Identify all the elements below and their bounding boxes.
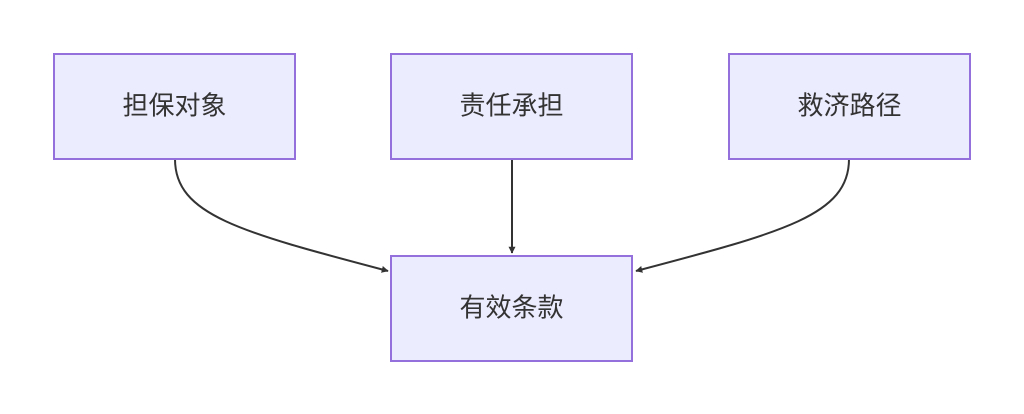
node-box	[728, 53, 971, 160]
node-label: 责任承担	[459, 92, 563, 122]
edge-guarantee-object-to-valid-clause	[174, 158, 389, 273]
node-guarantee-object: 担保对象	[53, 53, 296, 160]
node-box	[390, 53, 633, 160]
node-label: 担保对象	[122, 92, 226, 122]
node-label: 有效条款	[459, 294, 563, 324]
node-liability: 责任承担	[390, 53, 633, 160]
node-label: 救济路径	[797, 92, 901, 122]
node-box	[390, 255, 633, 362]
edge-remedy-to-valid-clause	[635, 158, 850, 273]
node-valid-clause: 有效条款	[390, 255, 633, 362]
node-remedy: 救济路径	[728, 53, 971, 160]
node-box	[53, 53, 296, 160]
